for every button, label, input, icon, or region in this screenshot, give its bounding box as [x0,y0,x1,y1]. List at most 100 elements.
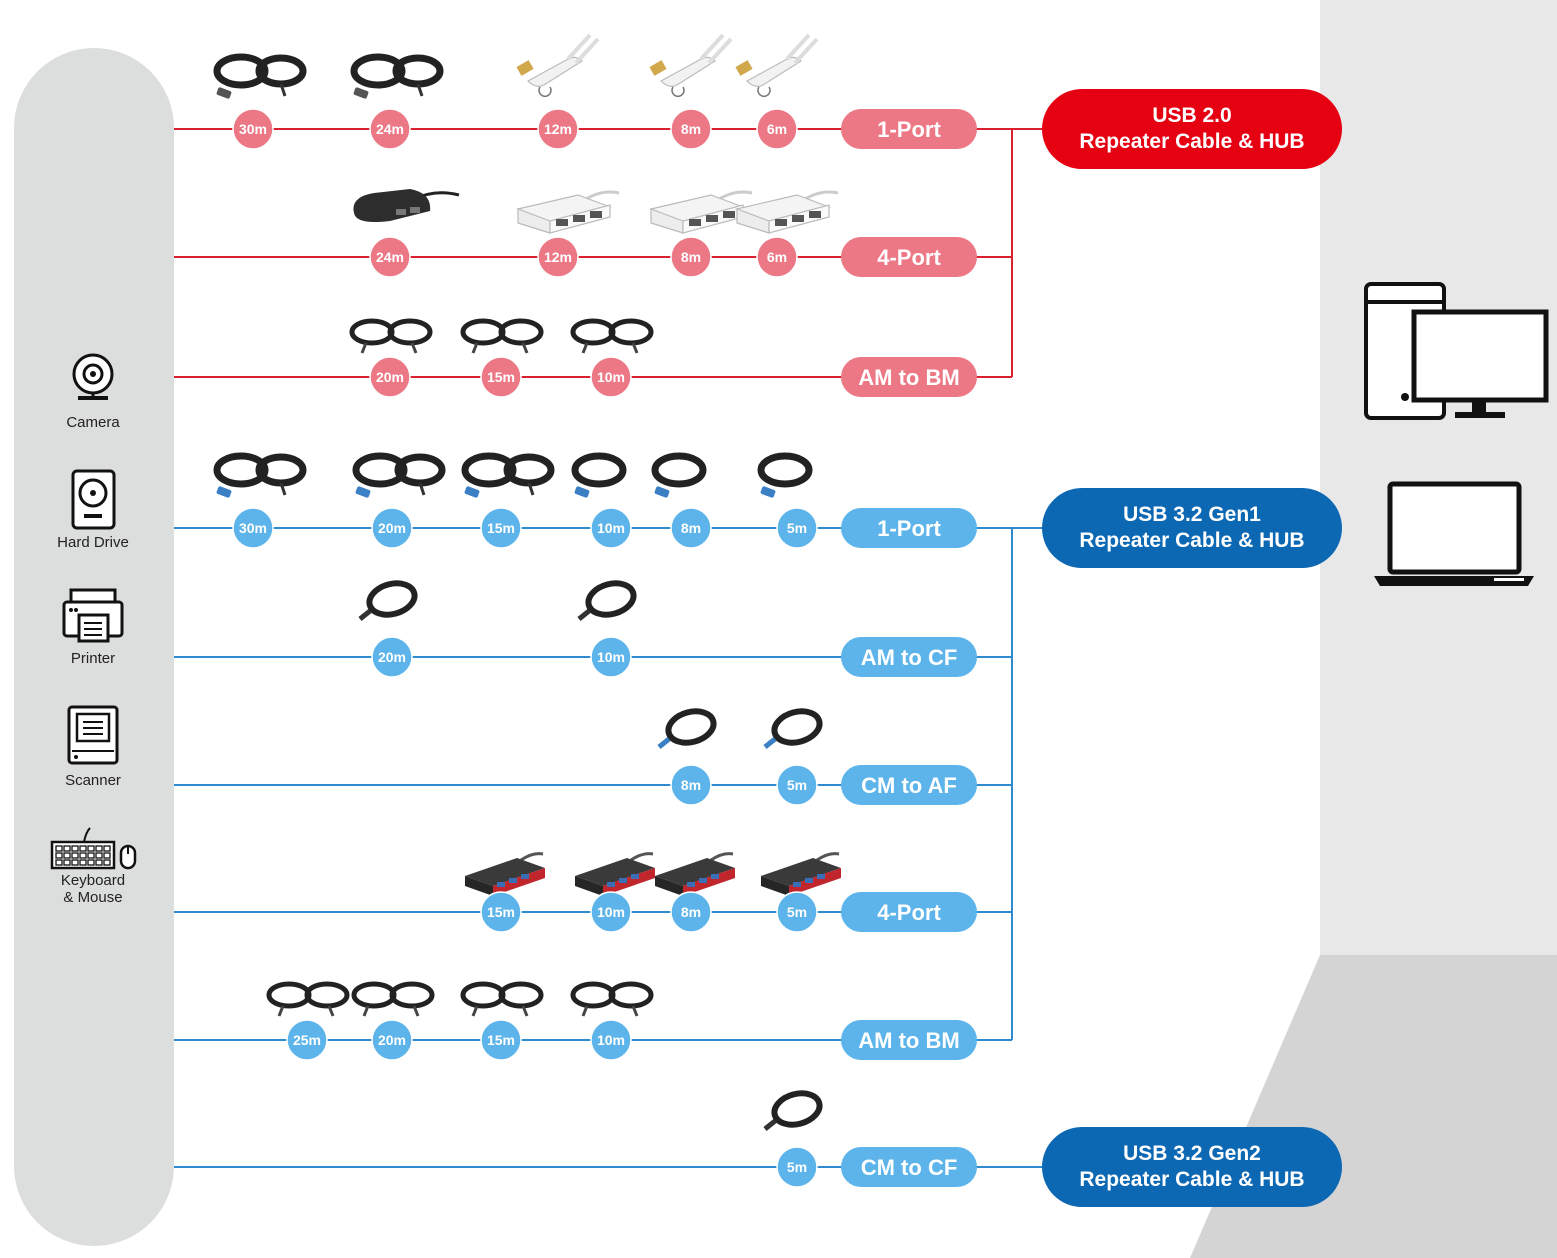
connector-type-label: CM to CF [861,1155,958,1180]
device-printer: Printer [62,588,124,667]
product-cable-coil [570,981,654,1017]
camera-icon [72,353,114,400]
connector-type-pill [841,1020,977,1060]
length-label: 30m [239,121,267,137]
connector-type-pill [841,765,977,805]
length-label: 6m [767,249,787,265]
length-pill [286,1019,328,1061]
length-pill [670,507,712,549]
length-label: 20m [376,369,404,385]
connector-type-pill [841,508,977,548]
length-pill [371,507,413,549]
product-repeater-cable [571,452,627,498]
desktop-computer-icon [1364,282,1549,420]
connector-type: CM to CF [841,1147,977,1187]
length-label: 8m [681,904,701,920]
product-hub [649,190,753,234]
length-label: 24m [376,249,404,265]
connector-type-label: AM to BM [858,1028,959,1053]
length-label: 20m [378,1032,406,1048]
connector-type: 1-Port [841,508,977,548]
connector-type: CM to AF [841,765,977,805]
length-label: 12m [544,249,572,265]
product-hub [353,189,460,222]
product-cable-coil [266,981,350,1017]
length-label: 10m [597,1032,625,1048]
product-cable-coil [351,981,435,1017]
product-repeater-cable [213,452,307,498]
product-hub [575,852,655,896]
length-pill [776,1146,818,1188]
connector-type: 4-Port [841,237,977,277]
length-pill [776,507,818,549]
length-marker: 30m [232,108,274,150]
device-panel-bg [14,48,174,1246]
length-label: 30m [239,520,267,536]
length-marker: 8m [670,764,712,806]
length-pill [537,236,579,278]
length-pill [232,108,274,150]
length-marker: 5m [776,1146,818,1188]
floor-shade [1190,955,1557,1258]
length-marker: 6m [756,108,798,150]
product-repeater-cable [516,33,600,97]
product-repeater-cable [213,53,307,99]
group-banner-bg [1042,89,1342,169]
length-label: 20m [378,520,406,536]
length-marker: 10m [590,636,632,678]
length-pill [776,764,818,806]
connector-type-label: CM to AF [861,773,957,798]
product-hub [761,852,841,896]
length-label: 20m [378,649,406,665]
connector-type-pill [841,1147,977,1187]
group-title: USB 2.0 [1152,104,1231,127]
length-marker: 15m [480,1019,522,1061]
length-marker: 25m [286,1019,328,1061]
device-camera: Camera [66,353,120,431]
length-label: 8m [681,777,701,793]
length-label: 8m [681,249,701,265]
group-subtitle: Repeater Cable & HUB [1079,130,1304,153]
product-hub [465,852,545,896]
length-pill [590,1019,632,1061]
group-banner-bg [1042,488,1342,568]
hard-drive-icon [71,469,116,530]
length-marker: 5m [776,891,818,933]
connector-type: AM to CF [841,637,977,677]
host-computers [1364,282,1549,586]
device-label: Hard Drive [57,534,129,551]
length-marker: 10m [590,507,632,549]
length-pill [670,764,712,806]
length-label: 24m [376,121,404,137]
connector-type-label: 1-Port [877,516,941,541]
product-cable-coil [577,580,637,621]
product-cable-coil [460,318,544,354]
length-marker: 12m [537,236,579,278]
device-label: Keyboard& Mouse [61,872,125,906]
length-pill [480,356,522,398]
printer-icon [62,588,124,643]
length-label: 15m [487,1032,515,1048]
group-banner-bg [1042,1127,1342,1207]
length-label: 10m [597,520,625,536]
product-repeater-cable [461,452,555,498]
length-marker: 8m [670,108,712,150]
length-pill [369,356,411,398]
connector-type-pill [841,357,977,397]
length-marker: 20m [369,356,411,398]
length-pill [670,236,712,278]
length-marker: 10m [590,891,632,933]
length-pill [590,507,632,549]
connector-type-label: 4-Port [877,245,941,270]
length-pill [670,891,712,933]
length-label: 12m [544,121,572,137]
length-label: 10m [597,369,625,385]
laptop-icon [1374,481,1534,586]
length-label: 8m [681,121,701,137]
connector-type: 4-Port [841,892,977,932]
